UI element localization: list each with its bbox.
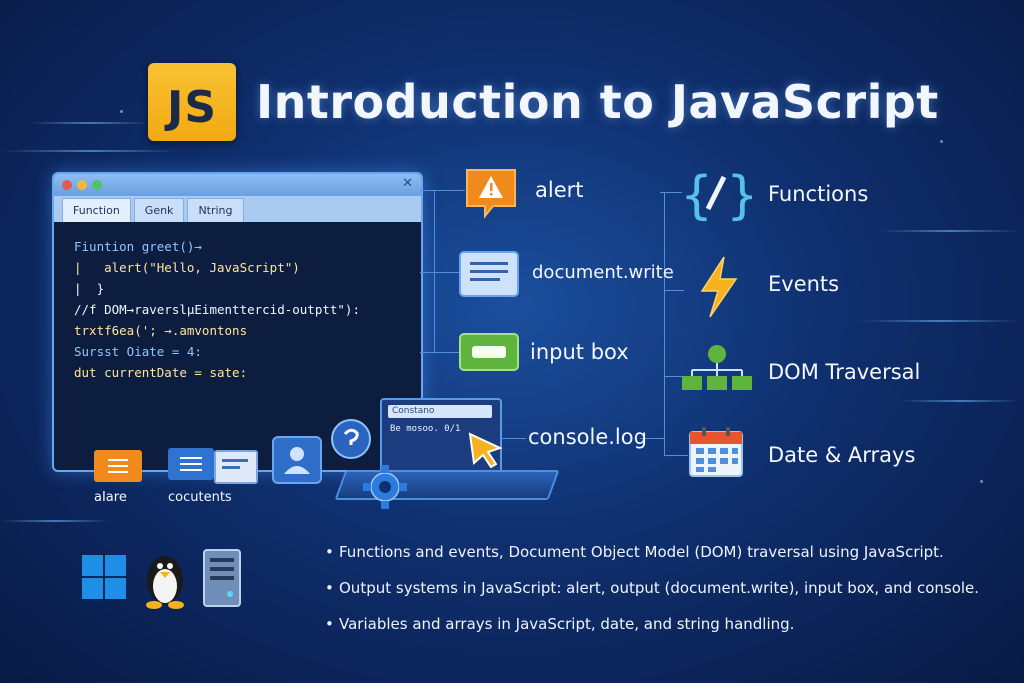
svg-text:}: } — [726, 166, 752, 225]
windows-icon — [82, 555, 126, 599]
code-line: Sursst Oiate = 4: — [74, 344, 202, 359]
connector-line — [664, 376, 682, 377]
tab-genk[interactable]: Genk — [133, 198, 185, 222]
connector-line — [420, 272, 465, 273]
close-dot-icon[interactable] — [62, 180, 72, 190]
document-icon — [214, 450, 258, 484]
file-label: cocutents — [168, 490, 232, 505]
user-icon — [272, 436, 322, 484]
svg-text:{: { — [680, 166, 713, 225]
bullet-list: •Functions and events, Document Object M… — [325, 543, 979, 651]
feature-console-log-label: console.log — [528, 425, 647, 449]
minimize-dot-icon[interactable] — [77, 180, 87, 190]
editor-tabs: Function Genk Ntring — [54, 196, 421, 222]
help-icon — [331, 419, 371, 459]
code-line: Fiuntion greet()→ — [74, 239, 202, 254]
connector-line — [664, 290, 684, 291]
input-box-icon — [459, 333, 519, 371]
calendar-icon — [689, 427, 743, 477]
server-icon — [203, 549, 241, 607]
close-icon[interactable]: ✕ — [402, 176, 413, 191]
sparkle — [940, 140, 943, 143]
tree-icon — [682, 345, 752, 390]
code-area[interactable]: Fiuntion greet()→ | alert("Hello, JavaSc… — [54, 222, 421, 383]
connector-line — [500, 438, 526, 439]
light-streak — [0, 520, 110, 522]
list-item: •Variables and arrays in JavaScript, dat… — [325, 615, 795, 633]
list-item: •Functions and events, Document Object M… — [325, 543, 944, 561]
connector-line — [420, 352, 460, 353]
bullet-text: Functions and events, Document Object Mo… — [339, 543, 944, 561]
light-streak — [900, 400, 1020, 402]
code-line: //f DOM→raverslμEimenttercid-outptt"): — [74, 302, 360, 317]
cursor-icon — [468, 432, 503, 469]
connector-line — [420, 190, 465, 191]
light-streak — [860, 320, 1020, 322]
feature-document-write-label: document.write — [532, 262, 674, 283]
feature-events-label: Events — [768, 272, 840, 296]
connector-line — [434, 190, 435, 352]
linux-tux-icon — [146, 556, 184, 609]
laptop-input-bar: Constano — [388, 405, 492, 418]
code-line: | alert("Hello, JavaScript") — [74, 260, 300, 275]
sparkle — [120, 110, 123, 113]
connector-line — [664, 455, 688, 456]
page-title: Introduction to JavaScript — [256, 75, 939, 129]
document-list-icon — [168, 448, 214, 480]
document-icon — [459, 251, 519, 297]
window-titlebar: ✕ — [54, 174, 421, 196]
feature-date-arrays-label: Date & Arrays — [768, 443, 916, 467]
feature-functions-label: Functions — [768, 182, 869, 206]
gear-icon — [363, 465, 407, 509]
sparkle — [980, 480, 983, 483]
lightning-icon — [700, 256, 738, 318]
warning-bubble-icon — [466, 169, 516, 219]
list-file-icon — [94, 450, 142, 482]
connector-line — [640, 438, 664, 439]
connector-line — [660, 192, 682, 193]
tab-function[interactable]: Function — [62, 198, 131, 222]
tab-ntring[interactable]: Ntring — [187, 198, 244, 222]
light-streak — [30, 122, 150, 124]
js-logo-text: JS — [166, 82, 218, 133]
list-item: •Output systems in JavaScript: alert, ou… — [325, 579, 980, 597]
laptop-screen-text: Be mosoo. 0/1 — [390, 424, 461, 434]
file-label: aIare — [94, 490, 127, 505]
maximize-dot-icon[interactable] — [92, 180, 102, 190]
feature-alert-label: alert — [535, 178, 584, 202]
header: JS Introduction to JavaScript — [148, 62, 939, 142]
connector-line — [664, 192, 665, 456]
code-editor-window: ✕ Function Genk Ntring Fiuntion greet()→… — [52, 172, 423, 472]
js-logo: JS — [148, 63, 236, 141]
code-line: | } — [74, 281, 105, 296]
feature-dom-traversal-label: DOM Traversal — [768, 360, 921, 384]
feature-input-box-label: input box — [530, 340, 629, 364]
bullet-text: Output systems in JavaScript: alert, out… — [339, 579, 980, 597]
code-line: dut currentDate = sate: — [74, 365, 248, 380]
code-line: trxtf6ea('; →.amvontons — [74, 323, 248, 338]
light-streak — [880, 230, 1020, 232]
light-streak — [0, 150, 180, 152]
bullet-text: Variables and arrays in JavaScript, date… — [339, 615, 795, 633]
braces-icon: { } — [680, 166, 752, 225]
